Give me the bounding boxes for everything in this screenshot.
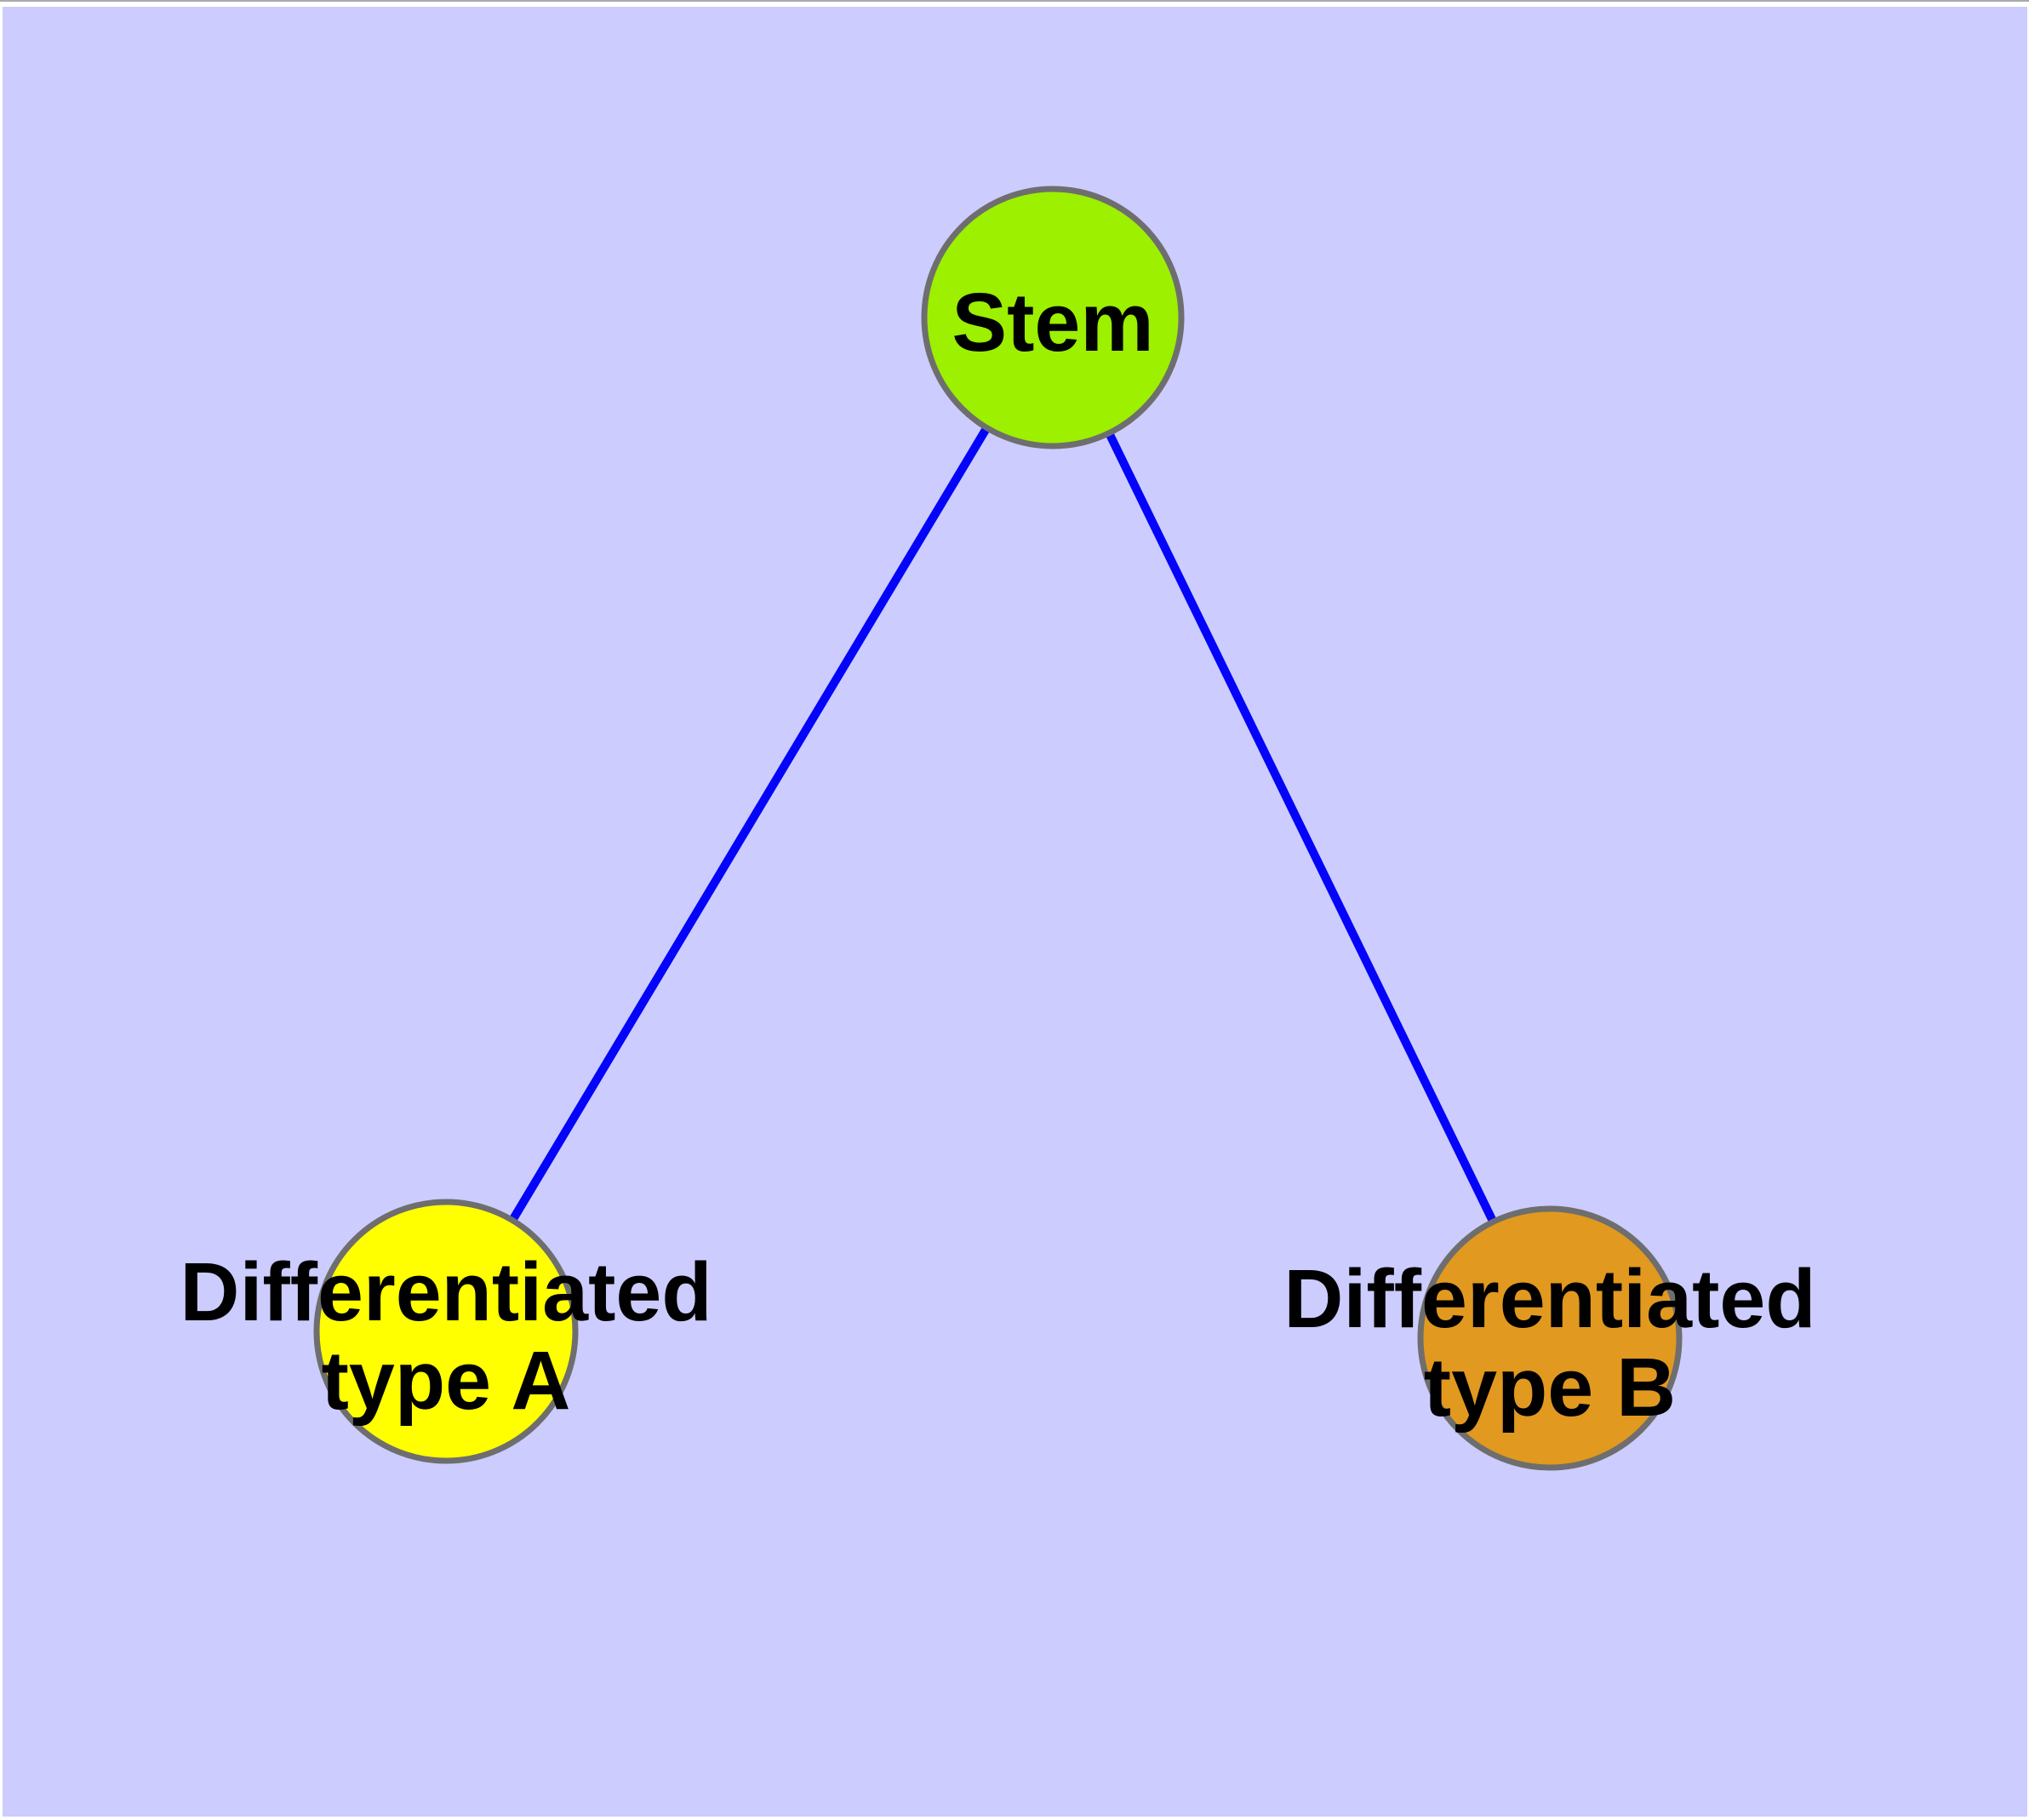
edge-stem-to-differentiated-type-a — [442, 315, 1057, 1334]
node-differentiated-type-b-circle — [1417, 1205, 1683, 1471]
node-differentiated-type-b-label-line2: type B — [1423, 1341, 1677, 1434]
edge-stem-to-differentiated-type-b — [1049, 315, 1554, 1341]
node-differentiated-type-b-label: Differentiated type B — [1283, 1255, 1815, 1432]
node-differentiated-type-b-label-line1: Differentiated — [1283, 1252, 1816, 1346]
window-top-edge — [0, 0, 2029, 2]
node-differentiated-type-a-circle — [313, 1199, 579, 1464]
node-differentiated-type-a-label-line2: type A — [321, 1334, 571, 1427]
node-stem-label-text: Stem — [952, 276, 1154, 369]
node-differentiated-type-a-label: Differentiated type A — [180, 1248, 712, 1425]
node-differentiated-type-a-label-line1: Differentiated — [180, 1245, 712, 1339]
node-stem-circle — [921, 186, 1185, 449]
node-stem-label: Stem — [952, 278, 1153, 367]
